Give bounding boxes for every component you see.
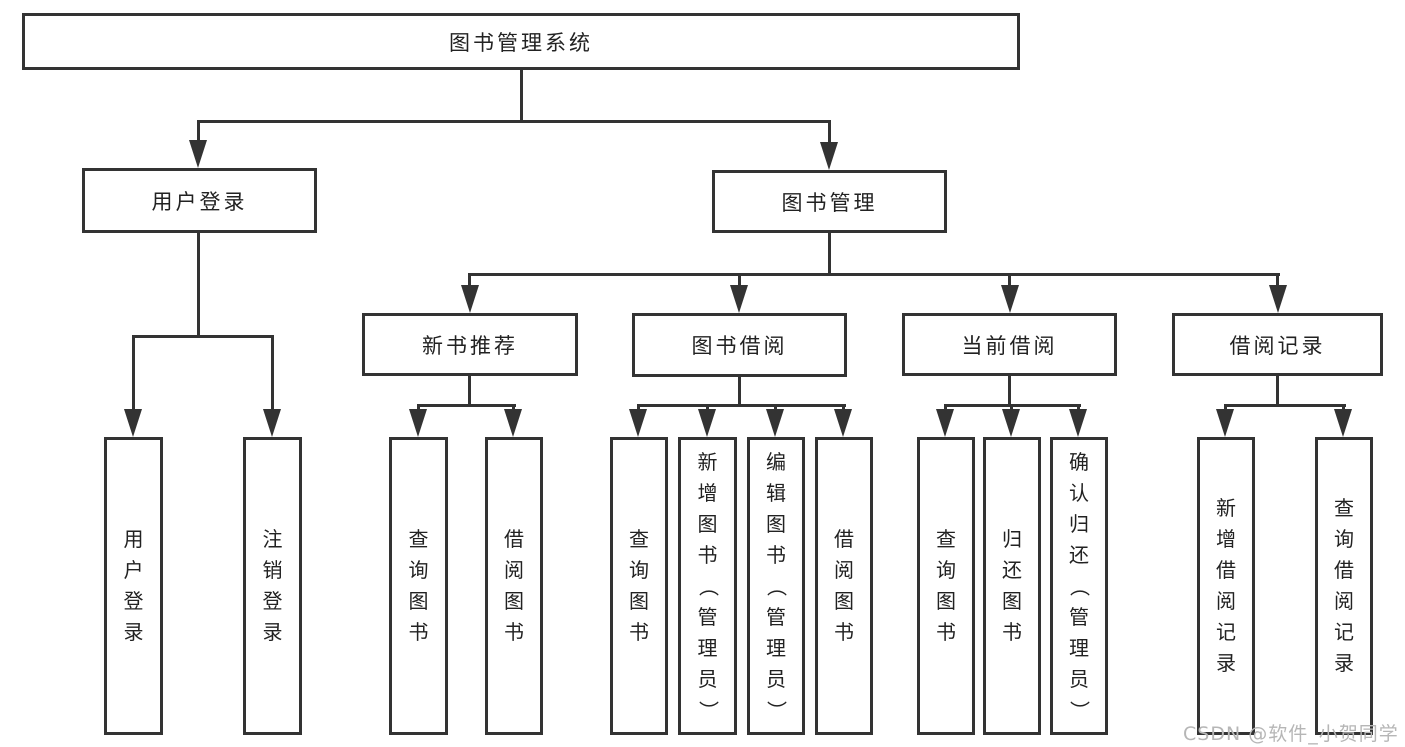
leaf-confirm-return-admin: 确认归还（管理员） xyxy=(1050,437,1108,735)
node-book-borrowing: 图书借阅 xyxy=(632,313,847,377)
connector-line xyxy=(512,404,515,412)
leaf-label: 查询图书 xyxy=(629,527,649,644)
arrow-down-icon xyxy=(820,142,838,170)
leaf-borrow-books-borrowing: 借阅图书 xyxy=(815,437,873,735)
connector-line xyxy=(132,335,135,411)
arrow-down-icon xyxy=(1334,409,1352,437)
connector-line xyxy=(637,404,846,407)
node-label: 借阅记录 xyxy=(1229,333,1326,358)
arrow-down-icon xyxy=(1069,409,1087,437)
connector-line xyxy=(944,404,947,412)
arrow-down-icon xyxy=(461,285,479,313)
connector-line xyxy=(468,376,471,406)
node-library-management-system: 图书管理系统 xyxy=(22,13,1020,70)
leaf-add-borrow-record: 新增借阅记录 xyxy=(1197,437,1255,735)
leaf-label: 新增借阅记录 xyxy=(1216,496,1236,675)
leaf-label: 查询图书 xyxy=(936,527,956,644)
connector-line xyxy=(132,335,274,338)
connector-line xyxy=(197,233,200,337)
leaf-borrow-books-recommend: 借阅图书 xyxy=(485,437,543,735)
csdn-watermark: CSDN @软件_小贺同学 xyxy=(1183,723,1399,745)
node-label: 当前借阅 xyxy=(961,333,1058,358)
connector-line xyxy=(468,273,471,287)
leaf-logout: 注销登录 xyxy=(243,437,302,735)
leaf-query-books-current: 查询图书 xyxy=(917,437,975,735)
arrow-down-icon xyxy=(766,409,784,437)
connector-line xyxy=(1276,376,1279,406)
leaf-edit-book-admin: 编辑图书（管理员） xyxy=(747,437,805,735)
arrow-down-icon xyxy=(409,409,427,437)
connector-line xyxy=(1008,273,1011,287)
arrow-down-icon xyxy=(504,409,522,437)
connector-line xyxy=(417,404,420,412)
connector-line xyxy=(1276,273,1279,287)
leaf-label: 归还图书 xyxy=(1002,527,1022,644)
connector-line xyxy=(1077,404,1080,412)
leaf-label: 新增图书（管理员） xyxy=(696,449,720,721)
leaf-label: 查询图书 xyxy=(408,527,429,644)
node-label: 图书借阅 xyxy=(691,334,788,358)
connector-line xyxy=(637,404,640,412)
connector-line xyxy=(774,404,777,412)
connector-line xyxy=(706,404,709,412)
node-book-management: 图书管理 xyxy=(712,170,947,233)
arrow-down-icon xyxy=(124,409,142,437)
node-current-borrowing: 当前借阅 xyxy=(902,313,1117,376)
connector-line xyxy=(842,404,845,412)
connector-line xyxy=(738,376,741,406)
leaf-label: 借阅图书 xyxy=(834,527,854,644)
leaf-query-books-recommend: 查询图书 xyxy=(389,437,448,735)
leaf-label: 编辑图书（管理员） xyxy=(764,449,789,721)
leaf-return-books: 归还图书 xyxy=(983,437,1041,735)
leaf-label: 注销登录 xyxy=(262,527,283,644)
arrow-down-icon xyxy=(1216,409,1234,437)
arrow-down-icon xyxy=(936,409,954,437)
arrow-down-icon xyxy=(1002,409,1020,437)
connector-line xyxy=(520,70,523,122)
arrow-down-icon xyxy=(730,285,748,313)
arrow-down-icon xyxy=(629,409,647,437)
leaf-label: 借阅图书 xyxy=(504,527,524,644)
leaf-query-books-borrowing: 查询图书 xyxy=(610,437,668,735)
node-label: 图书管理 xyxy=(781,190,878,215)
arrow-down-icon xyxy=(1001,285,1019,313)
connector-line xyxy=(828,120,831,148)
connector-line xyxy=(828,233,831,275)
connector-line xyxy=(197,120,831,123)
node-borrowing-records: 借阅记录 xyxy=(1172,313,1383,376)
arrow-down-icon xyxy=(1269,285,1287,313)
leaf-label: 查询借阅记录 xyxy=(1334,496,1354,675)
connector-line xyxy=(197,120,200,146)
leaf-user-login: 用户登录 xyxy=(104,437,163,735)
node-label: 图书管理系统 xyxy=(449,30,593,55)
connector-line xyxy=(1008,376,1011,406)
node-new-book-recommendation: 新书推荐 xyxy=(362,313,578,376)
leaf-label: 用户登录 xyxy=(123,527,144,644)
node-user-login: 用户登录 xyxy=(82,168,317,233)
arrow-down-icon xyxy=(189,140,207,168)
arrow-down-icon xyxy=(263,409,281,437)
arrow-down-icon xyxy=(834,409,852,437)
connector-line xyxy=(468,273,1280,276)
node-label: 新书推荐 xyxy=(422,333,518,358)
connector-line xyxy=(738,273,741,287)
connector-line xyxy=(1342,404,1345,412)
leaf-label: 确认归还（管理员） xyxy=(1067,449,1092,721)
connector-line xyxy=(1010,404,1013,412)
arrow-down-icon xyxy=(698,409,716,437)
connector-line xyxy=(271,335,274,411)
connector-line xyxy=(1224,404,1346,407)
leaf-query-borrow-record: 查询借阅记录 xyxy=(1315,437,1373,735)
node-label: 用户登录 xyxy=(151,189,248,214)
connector-line xyxy=(417,404,516,407)
leaf-add-book-admin: 新增图书（管理员） xyxy=(678,437,737,735)
connector-line xyxy=(1224,404,1227,412)
